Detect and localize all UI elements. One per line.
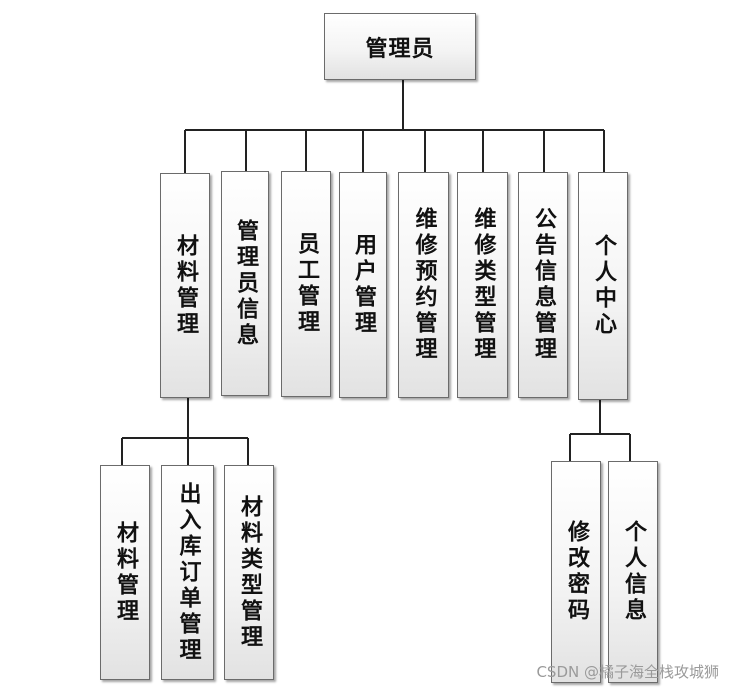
sub-material-manage-label: 材料管理 [113,520,138,625]
sub-material-type-label: 材料类型管理 [237,494,262,651]
module-notice: 公告信息管理 [518,172,568,398]
root-node: 管理员 [324,13,476,80]
sub-personal-info: 个人信息 [608,461,658,683]
module-user: 用户管理 [339,172,387,398]
module-user-label: 用户管理 [351,233,376,337]
module-repair-type-label: 维修类型管理 [470,207,496,363]
sub-material-type: 材料类型管理 [224,465,274,680]
sub-change-password: 修改密码 [551,461,601,683]
watermark: CSDN @橘子海全栈攻城狮 [536,663,719,681]
module-admin-info-label: 管理员信息 [233,218,258,349]
module-admin-info: 管理员信息 [221,171,269,396]
module-material: 材料管理 [160,173,210,398]
sub-personal-info-label: 个人信息 [621,520,646,624]
module-notice-label: 公告信息管理 [531,207,556,363]
module-staff: 员工管理 [281,171,331,397]
sub-stock-order-label: 出入库订单管理 [175,481,201,664]
module-repair-booking-label: 维修预约管理 [411,207,437,363]
module-repair-type: 维修类型管理 [457,172,508,398]
module-personal-label: 个人中心 [591,234,616,338]
module-staff-label: 员工管理 [294,232,319,336]
module-repair-booking: 维修预约管理 [398,172,449,398]
sub-change-password-label: 修改密码 [564,520,589,624]
sub-stock-order: 出入库订单管理 [161,465,214,680]
module-personal: 个人中心 [578,172,628,400]
module-material-label: 材料管理 [173,233,198,338]
root-label: 管理员 [365,36,435,62]
sub-material-manage: 材料管理 [100,465,150,680]
